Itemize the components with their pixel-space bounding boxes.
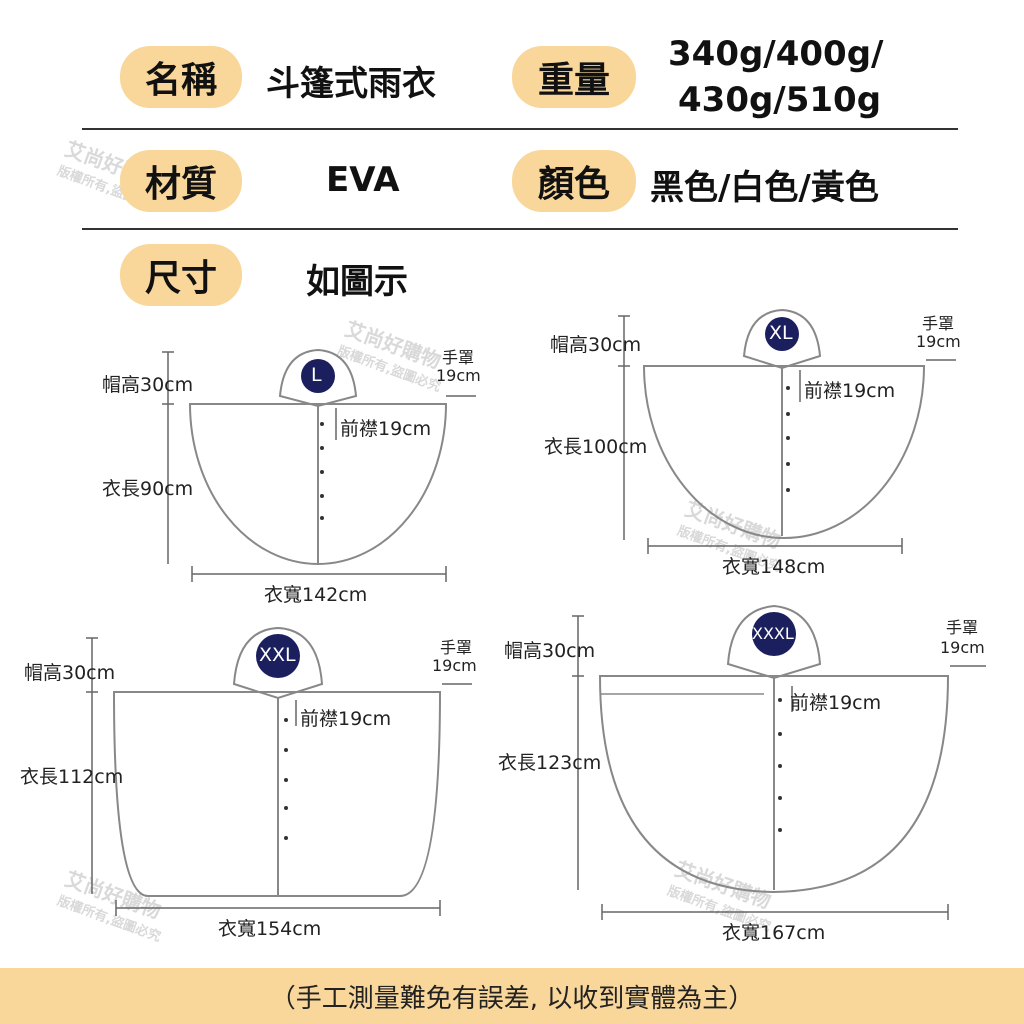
material-label: 材質 — [120, 150, 242, 212]
sleeve-label-xxl: 手罩 — [440, 638, 473, 657]
hood-height-xl: 帽高30cm — [550, 334, 642, 356]
size-label: 尺寸 — [120, 244, 242, 306]
color-value: 黑色/白色/黃色 — [650, 168, 879, 208]
badge-xl: XL — [769, 322, 793, 344]
name-label: 名稱 — [120, 46, 242, 108]
hood-height-xxl: 帽高30cm — [24, 662, 116, 684]
sleeve-xl: 19cm — [916, 332, 961, 351]
color-label: 顏色 — [512, 150, 636, 212]
sleeve-label-l: 手罩 — [442, 348, 475, 367]
badge-l: L — [311, 364, 322, 386]
length-xl: 衣長100cm — [544, 436, 648, 458]
width-xl: 衣寬148cm — [722, 556, 826, 578]
length-l: 衣長90cm — [102, 478, 194, 500]
placket-xxxl: 前襟19cm — [790, 692, 882, 714]
width-xxl: 衣寬154cm — [218, 918, 322, 940]
footer-note: （手工測量難免有誤差, 以收到實體為主） — [0, 968, 1024, 1024]
hood-height-xxxl: 帽高30cm — [504, 640, 596, 662]
length-xxxl: 衣長123cm — [498, 752, 602, 774]
sleeve-l: 19cm — [436, 366, 481, 385]
size-value: 如圖示 — [306, 262, 408, 302]
material-value: EVA — [326, 160, 400, 200]
sleeve-xxl: 19cm — [432, 656, 477, 675]
divider — [82, 228, 958, 230]
badge-xxxl: XXXL — [752, 624, 794, 643]
weight-value-line1: 340g/400g/ — [668, 34, 884, 74]
sleeve-label-xxxl: 手罩 — [946, 618, 979, 637]
length-xxl: 衣長112cm — [20, 766, 124, 788]
divider — [82, 128, 958, 130]
width-xxxl: 衣寬167cm — [722, 922, 826, 944]
name-value: 斗篷式雨衣 — [266, 64, 436, 104]
placket-xl: 前襟19cm — [804, 380, 896, 402]
badge-xxl: XXL — [259, 644, 296, 666]
sleeve-xxxl: 19cm — [940, 638, 985, 657]
placket-l: 前襟19cm — [340, 418, 432, 440]
placket-xxl: 前襟19cm — [300, 708, 392, 730]
width-l: 衣寬142cm — [264, 584, 368, 606]
hood-height-l: 帽高30cm — [102, 374, 194, 396]
weight-label: 重量 — [512, 46, 636, 108]
weight-value-line2: 430g/510g — [678, 80, 882, 120]
sleeve-label-xl: 手罩 — [922, 314, 955, 333]
